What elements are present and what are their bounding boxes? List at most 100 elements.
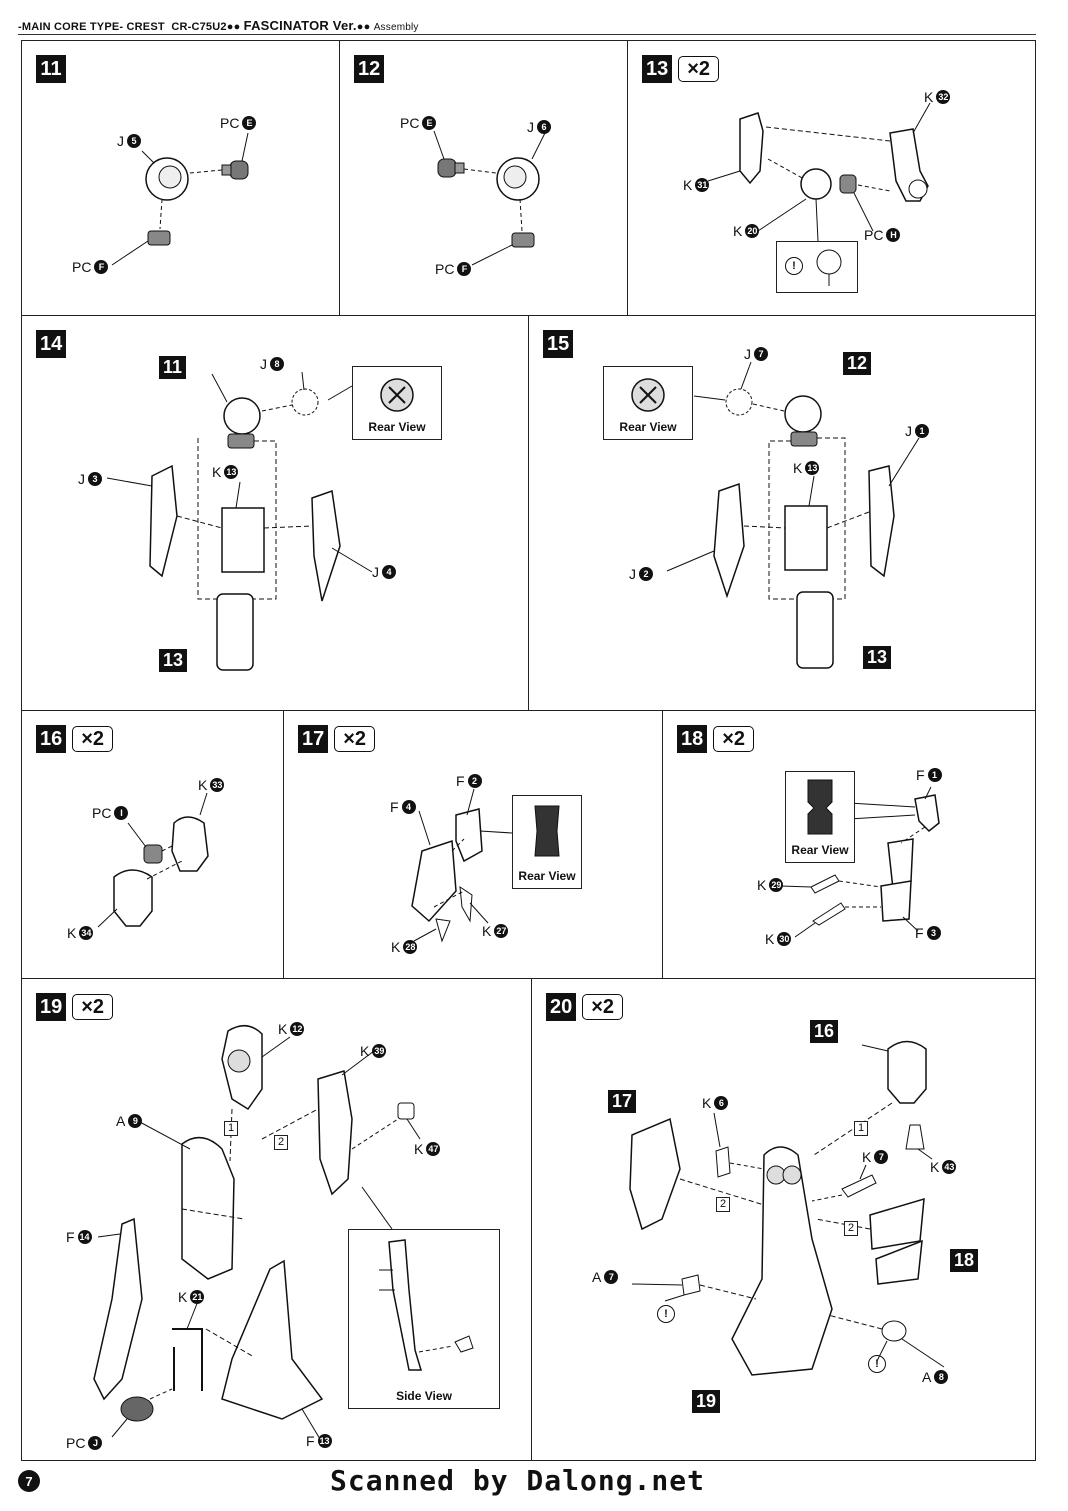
rear-view-caption: Rear View — [518, 869, 576, 883]
step-13-drawing — [707, 102, 931, 242]
caution-icon: ! — [785, 257, 803, 275]
step-11-drawing — [111, 132, 249, 266]
rear-view-inset: Rear View — [512, 795, 582, 889]
step-number: 18 — [677, 725, 708, 753]
step-17-drawing — [411, 788, 513, 943]
caution-icon: ! — [657, 1305, 675, 1323]
model-label: CR-C75U2 — [171, 21, 227, 33]
step-number: 12 — [354, 55, 385, 83]
header-rule — [18, 34, 1036, 35]
step-12-drawing — [433, 130, 546, 266]
step-number: 16 — [36, 725, 67, 753]
quantity-badge: ×2 — [334, 726, 376, 752]
caution-icon: ! — [868, 1355, 886, 1373]
ref-step-12: 12 — [843, 352, 872, 375]
page-number: 7 — [18, 1470, 40, 1492]
rear-view-caption: Rear View — [368, 420, 426, 434]
order-marker-1: 1 — [854, 1121, 869, 1136]
step-number: 15 — [543, 330, 574, 358]
step-number: 20 — [546, 993, 577, 1021]
caution-box: ! — [776, 241, 858, 293]
step-number: 11 — [36, 55, 66, 83]
step-20-drawing — [629, 1040, 945, 1376]
ref-step-13: 13 — [159, 649, 188, 672]
quantity-badge: ×2 — [72, 994, 114, 1020]
ref-step-16: 16 — [810, 1020, 839, 1043]
ref-step-13: 13 — [863, 646, 892, 669]
order-marker-2: 2 — [274, 1135, 289, 1150]
step-14-drawing — [106, 371, 373, 671]
rear-view-caption: Rear View — [619, 420, 677, 434]
series-label: -MAIN CORE TYPE- CREST — [18, 21, 165, 33]
step-15-drawing — [666, 361, 920, 669]
quantity-badge: ×2 — [678, 56, 720, 82]
side-view-caption: Side View — [396, 1389, 452, 1403]
ref-step-17: 17 — [608, 1090, 637, 1113]
step-number: 19 — [36, 993, 67, 1021]
order-marker-1: 1 — [224, 1121, 239, 1136]
step-number: 13 — [642, 55, 673, 83]
side-view-inset: Side View — [348, 1229, 500, 1409]
quantity-badge: ×2 — [72, 726, 114, 752]
step-16-drawing — [97, 792, 209, 928]
ref-step-11: 11 — [159, 356, 187, 379]
step-number: 17 — [298, 725, 329, 753]
page-header: -MAIN CORE TYPE- CREST CR-C75U2●● FASCIN… — [18, 18, 419, 33]
step-18-drawing — [780, 786, 940, 938]
ref-step-19: 19 — [692, 1390, 721, 1413]
scan-watermark: Scanned by Dalong.net — [330, 1464, 706, 1497]
quantity-badge: ×2 — [713, 726, 755, 752]
step-number: 14 — [36, 330, 67, 358]
section-label: Assembly — [373, 22, 419, 33]
order-marker-2: 2 — [716, 1197, 731, 1212]
step-19-drawing — [93, 1025, 421, 1440]
rear-view-inset: Rear View — [352, 366, 442, 440]
